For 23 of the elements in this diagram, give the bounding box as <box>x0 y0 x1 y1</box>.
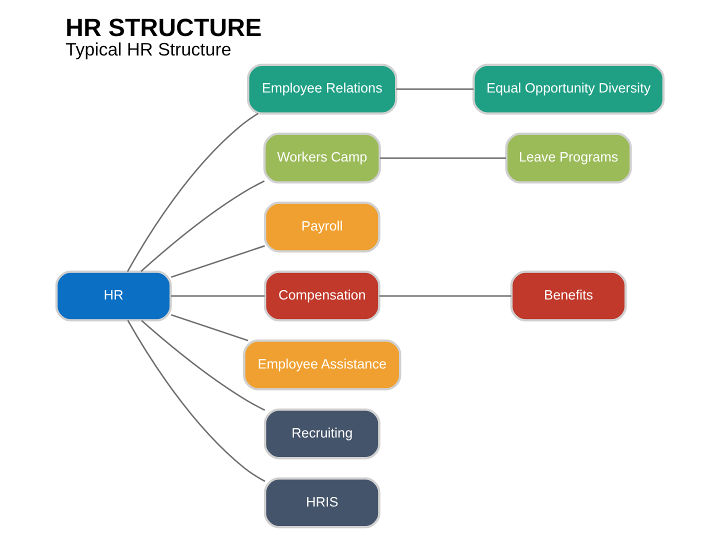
connector <box>126 112 259 272</box>
connector <box>396 88 474 90</box>
node-box: Leave Programs <box>505 132 632 184</box>
connector <box>170 245 265 278</box>
connector <box>127 320 266 482</box>
node-box: Workers Camp <box>263 132 381 184</box>
node-box: Compensation <box>264 270 380 322</box>
connector <box>170 314 248 342</box>
connector <box>379 295 512 297</box>
node-box: Employee Assistance <box>243 340 402 390</box>
node-box: Benefits <box>510 270 627 322</box>
connector <box>140 180 265 272</box>
connector <box>171 295 265 297</box>
connector <box>380 157 506 159</box>
node-box: Employee Relations <box>246 64 398 115</box>
connector <box>141 320 266 411</box>
node-box: Payroll <box>264 202 380 252</box>
node-box: HR <box>55 270 172 322</box>
node-box: HRIS <box>264 477 380 528</box>
node-box: Recruiting <box>264 408 380 460</box>
caption: Typical HR Structure <box>66 40 232 60</box>
diagram-title: HR STRUCTURE <box>66 14 262 42</box>
node-box: Equal Opportunity Diversity <box>472 64 665 115</box>
